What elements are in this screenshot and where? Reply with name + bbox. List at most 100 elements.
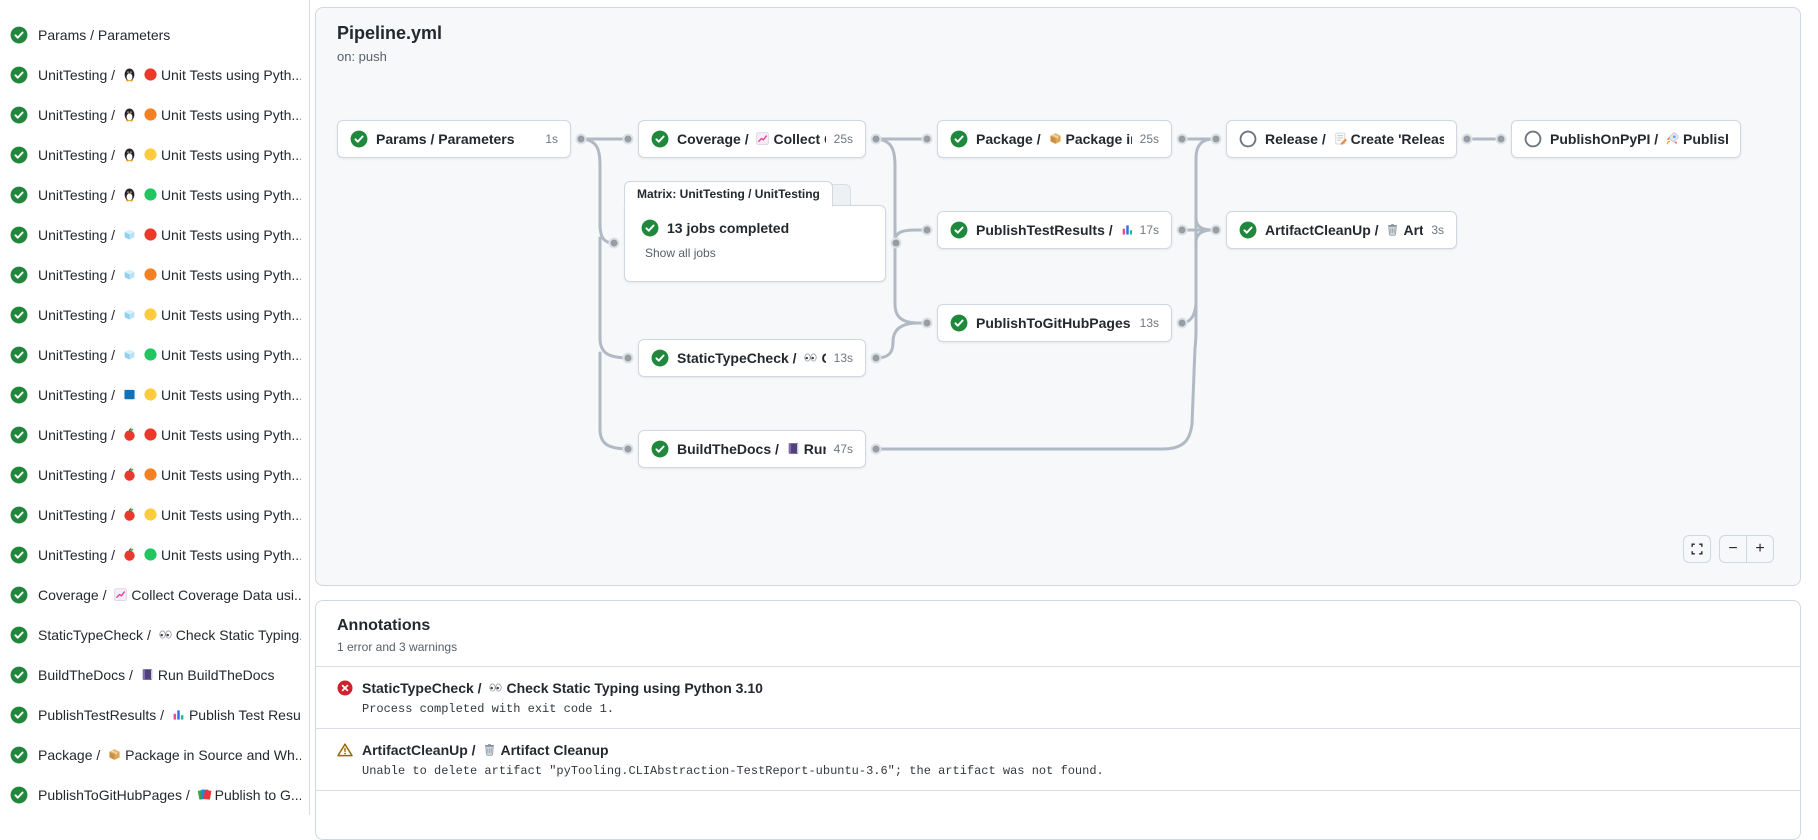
annotation-job-label: StaticTypeCheck / Check Static Typing us… [362, 680, 763, 696]
graph-controls: − + [1683, 535, 1774, 563]
graph-node-ghpages[interactable]: PublishToGitHubPages / ...13s [937, 304, 1172, 342]
annotations-title: Annotations [337, 617, 431, 634]
graph-node-package[interactable]: Package / Package in So...25s [937, 120, 1172, 158]
sidebar-job-item[interactable]: PublishToGitHubPages / Publish to G... [0, 775, 309, 815]
annotation-title-link[interactable]: StaticTypeCheck / Check Static Typing us… [337, 680, 1779, 696]
penguin-icon [122, 187, 137, 202]
annotation-message: Unable to delete artifact "pyTooling.CLI… [362, 764, 1104, 778]
success-icon [950, 221, 968, 239]
success-icon [10, 706, 28, 724]
dot-green-icon [143, 347, 158, 362]
graph-node-duration: 25s [833, 132, 853, 146]
sidebar-job-label: PublishToGitHubPages / Publish to G... [38, 787, 301, 803]
sidebar-job-item[interactable]: Package / Package in Source and Wh... [0, 735, 309, 775]
sidebar-job-item[interactable]: UnitTesting / Unit Tests using Pyth... [0, 415, 309, 455]
dot-green-icon [143, 187, 158, 202]
icecube-icon [122, 267, 137, 282]
sidebar-job-item[interactable]: UnitTesting / Unit Tests using Pyth... [0, 255, 309, 295]
sidebar-job-item[interactable]: UnitTesting / Unit Tests using Pyth... [0, 335, 309, 375]
matrix-summary-node[interactable]: 13 jobs completed Show all jobs [624, 205, 886, 282]
success-icon [10, 626, 28, 644]
sidebar-job-item[interactable]: UnitTesting / Unit Tests using Pyth... [0, 95, 309, 135]
annotation-title-link[interactable]: ArtifactCleanUp / Artifact Cleanup [337, 742, 1779, 758]
sidebar-job-label: UnitTesting / Unit Tests using Pyth... [38, 227, 301, 243]
sidebar-job-item[interactable]: BuildTheDocs / Run BuildTheDocs [0, 655, 309, 695]
sidebar-job-item[interactable]: UnitTesting / Unit Tests using Pyth... [0, 495, 309, 535]
apple-icon [122, 547, 137, 562]
sidebar-job-label: UnitTesting / Unit Tests using Pyth... [38, 507, 301, 523]
graph-node-duration: 13s [833, 351, 853, 365]
success-icon [10, 586, 28, 604]
graph-node-cleanup[interactable]: ArtifactCleanUp / Artifac...3s [1226, 211, 1457, 249]
show-all-jobs-link[interactable]: Show all jobs [645, 246, 716, 260]
dot-yellow-icon [143, 307, 158, 322]
zoom-in-button[interactable]: + [1746, 536, 1773, 562]
dot-red-icon [143, 227, 158, 242]
annotation-job-label: ArtifactCleanUp / Artifact Cleanup [362, 742, 609, 758]
graph-node-coverage[interactable]: Coverage / Collect Cove... 25s [638, 120, 866, 158]
graph-node-duration: 1s [545, 132, 558, 146]
success-icon [10, 386, 28, 404]
sidebar-job-item[interactable]: UnitTesting / Unit Tests using Pyth... [0, 55, 309, 95]
sidebar-job-item[interactable]: UnitTesting / Unit Tests using Pyth... [0, 135, 309, 175]
success-icon [10, 106, 28, 124]
graph-edges [575, 133, 1507, 455]
graph-node-params[interactable]: Params / Parameters 1s [337, 120, 571, 158]
sidebar-job-item[interactable]: UnitTesting / Unit Tests using Pyth... [0, 455, 309, 495]
graph-node-label: Coverage / Collect Cove... [677, 131, 826, 147]
skipped-icon [1524, 130, 1542, 148]
chartup-icon [113, 587, 128, 602]
graph-node-label: Params / Parameters [376, 131, 515, 147]
sidebar-job-item[interactable]: Coverage / Collect Coverage Data usi... [0, 575, 309, 615]
graph-node-label: BuildTheDocs / Run Buil... [677, 441, 826, 457]
graph-node-docs[interactable]: BuildTheDocs / Run Buil...47s [638, 430, 866, 468]
success-icon [10, 786, 28, 804]
trash-icon [1385, 222, 1400, 237]
graph-node-statictype[interactable]: StaticTypeCheck / Chec...13s [638, 339, 866, 377]
success-icon [950, 130, 968, 148]
dot-yellow-icon [143, 507, 158, 522]
dot-red-icon [143, 67, 158, 82]
sidebar-job-item[interactable]: UnitTesting / Unit Tests using Pyth... [0, 375, 309, 415]
graph-node-testresults[interactable]: PublishTestResults / Pu...17s [937, 211, 1172, 249]
sidebar-job-item[interactable]: StaticTypeCheck / Check Static Typing... [0, 615, 309, 655]
sidebar-job-item[interactable]: UnitTesting / Unit Tests using Pyth... [0, 535, 309, 575]
penguin-icon [122, 67, 137, 82]
books-icon [197, 787, 212, 802]
sidebar-job-item[interactable]: Params / Parameters [0, 15, 309, 55]
graph-node-duration: 3s [1431, 223, 1444, 237]
success-icon [350, 130, 368, 148]
graph-node-release[interactable]: Release / Create 'Release P... [1226, 120, 1457, 158]
graph-node-label: PublishTestResults / Pu... [976, 222, 1132, 238]
zoom-out-button[interactable]: − [1728, 540, 1738, 557]
sidebar-job-label: UnitTesting / Unit Tests using Pyth... [38, 147, 301, 163]
sidebar-job-item[interactable]: UnitTesting / Unit Tests using Pyth... [0, 175, 309, 215]
barchart-icon [171, 707, 186, 722]
success-icon [10, 146, 28, 164]
sidebar-job-item[interactable]: UnitTesting / Unit Tests using Pyth... [0, 215, 309, 255]
sidebar-job-label: StaticTypeCheck / Check Static Typing... [38, 627, 301, 643]
success-icon [950, 314, 968, 332]
workflow-title: Pipeline.yml [337, 23, 443, 43]
sidebar-job-label: UnitTesting / Unit Tests using Pyth... [38, 387, 301, 403]
sidebar-job-item[interactable]: PublishTestResults / Publish Test Resu..… [0, 695, 309, 735]
success-icon [651, 349, 669, 367]
success-icon [10, 346, 28, 364]
icecube-icon [122, 347, 137, 362]
graph-node-pypi[interactable]: PublishOnPyPI / Publish to ... [1511, 120, 1741, 158]
annotation-row: StaticTypeCheck / Check Static Typing us… [316, 667, 1800, 729]
matrix-summary-text: 13 jobs completed [667, 220, 790, 236]
winsquare-icon [122, 387, 137, 402]
sidebar-job-label: PublishTestResults / Publish Test Resu..… [38, 707, 301, 723]
barchart-icon [1120, 222, 1132, 237]
icecube-icon [122, 227, 137, 242]
matrix-tab[interactable]: Matrix: UnitTesting / UnitTesting [624, 181, 833, 207]
sidebar-job-item[interactable]: UnitTesting / Unit Tests using Pyth... [0, 295, 309, 335]
book-icon [140, 667, 155, 682]
skipped-icon [1239, 130, 1257, 148]
fullscreen-button[interactable] [1683, 535, 1711, 563]
dot-yellow-icon [143, 387, 158, 402]
sidebar-job-label: UnitTesting / Unit Tests using Pyth... [38, 347, 301, 363]
